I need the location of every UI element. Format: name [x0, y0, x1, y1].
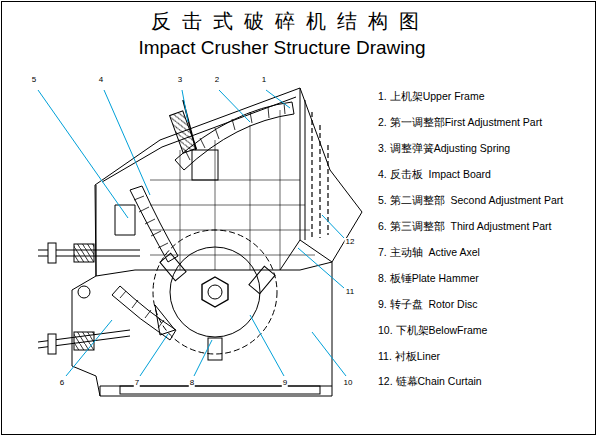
legend-item: 9. 转子盘 Rotor Disc — [378, 299, 478, 311]
callout-number: 9 — [282, 379, 288, 388]
legend-item: 10. 下机架BelowFrame — [378, 325, 487, 337]
callout-number: 2 — [214, 76, 220, 85]
legend-item: 2. 第一调整部First Adjustment Part — [378, 117, 542, 129]
legend-item: 12. 链幕Chain Curtain — [378, 376, 482, 388]
callout-number: 1 — [261, 76, 267, 85]
title-chinese: 反击式破碎机结构图 — [151, 10, 430, 32]
legend-item: 7. 主动轴 Active Axel — [378, 247, 480, 259]
callout-number: 11 — [345, 288, 355, 297]
legend-item: 1. 上机架Upper Frame — [378, 91, 485, 103]
callout-number: 4 — [98, 76, 104, 85]
callout-number: 6 — [59, 379, 65, 388]
callout-number: 7 — [134, 379, 140, 388]
impact-board-lower — [112, 286, 176, 340]
callout-number: 8 — [189, 379, 195, 388]
legend-item: 6. 第三调整部 Third Adjustment Part — [378, 221, 551, 233]
adjusting-rods — [38, 243, 140, 354]
legend-item: 3. 调整弹簧Adjusting Spring — [378, 143, 510, 155]
legend-item: 8. 板锤Plate Hammer — [378, 273, 479, 285]
title-english: Impact Crusher Structure Drawing — [138, 38, 425, 59]
callout-number: 10 — [343, 379, 354, 388]
legend-item: 11. 衬板Liner — [378, 351, 440, 363]
callout-number: 3 — [177, 76, 183, 85]
rotor — [153, 230, 277, 360]
chain-curtain — [312, 112, 328, 240]
legend-item: 5. 第二调整部 Second Adjustment Part — [378, 195, 563, 207]
adjusting-spring — [170, 100, 218, 180]
legend-item: 4. 反击板 Impact Board — [378, 169, 491, 181]
callout-number: 5 — [31, 76, 37, 85]
housing — [72, 88, 362, 396]
leader-lines — [38, 90, 346, 376]
callout-number: 12 — [345, 238, 356, 247]
